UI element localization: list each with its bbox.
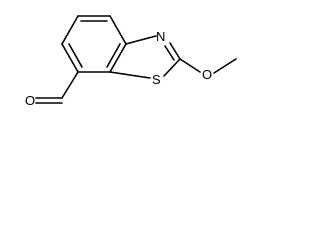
bond-o-ch3 [213,58,237,74]
aldehyde-group [35,71,79,104]
atom-label-s: S [152,72,161,87]
bond-c7-cho [61,71,79,99]
bond-c2-s [163,58,181,77]
bond-c7-c6 [61,43,79,73]
molecule-drawing: N S O O [25,15,237,108]
structure-canvas: N S O O [0,0,244,114]
benzene-ring [61,15,127,73]
aromatic-inner-right [106,43,121,68]
bond-s-c7a [109,71,151,79]
bond-c6-c4 [61,15,79,45]
atom-label-n: N [156,29,165,44]
atom-label-o-aldehyde: O [25,93,35,108]
aromatic-inner-left [68,43,83,68]
methoxy-group [179,58,237,74]
bond-n-c2-outer [169,42,181,60]
bond-c2-o [179,58,201,73]
bond-c5a-c7a [109,43,127,73]
bond-c5a-n [125,35,157,45]
bond-c5-c5a [109,15,127,45]
atom-label-o-methoxy: O [202,67,212,82]
thiazole-ring [109,35,181,79]
bond-n-c2-inner [164,45,175,61]
